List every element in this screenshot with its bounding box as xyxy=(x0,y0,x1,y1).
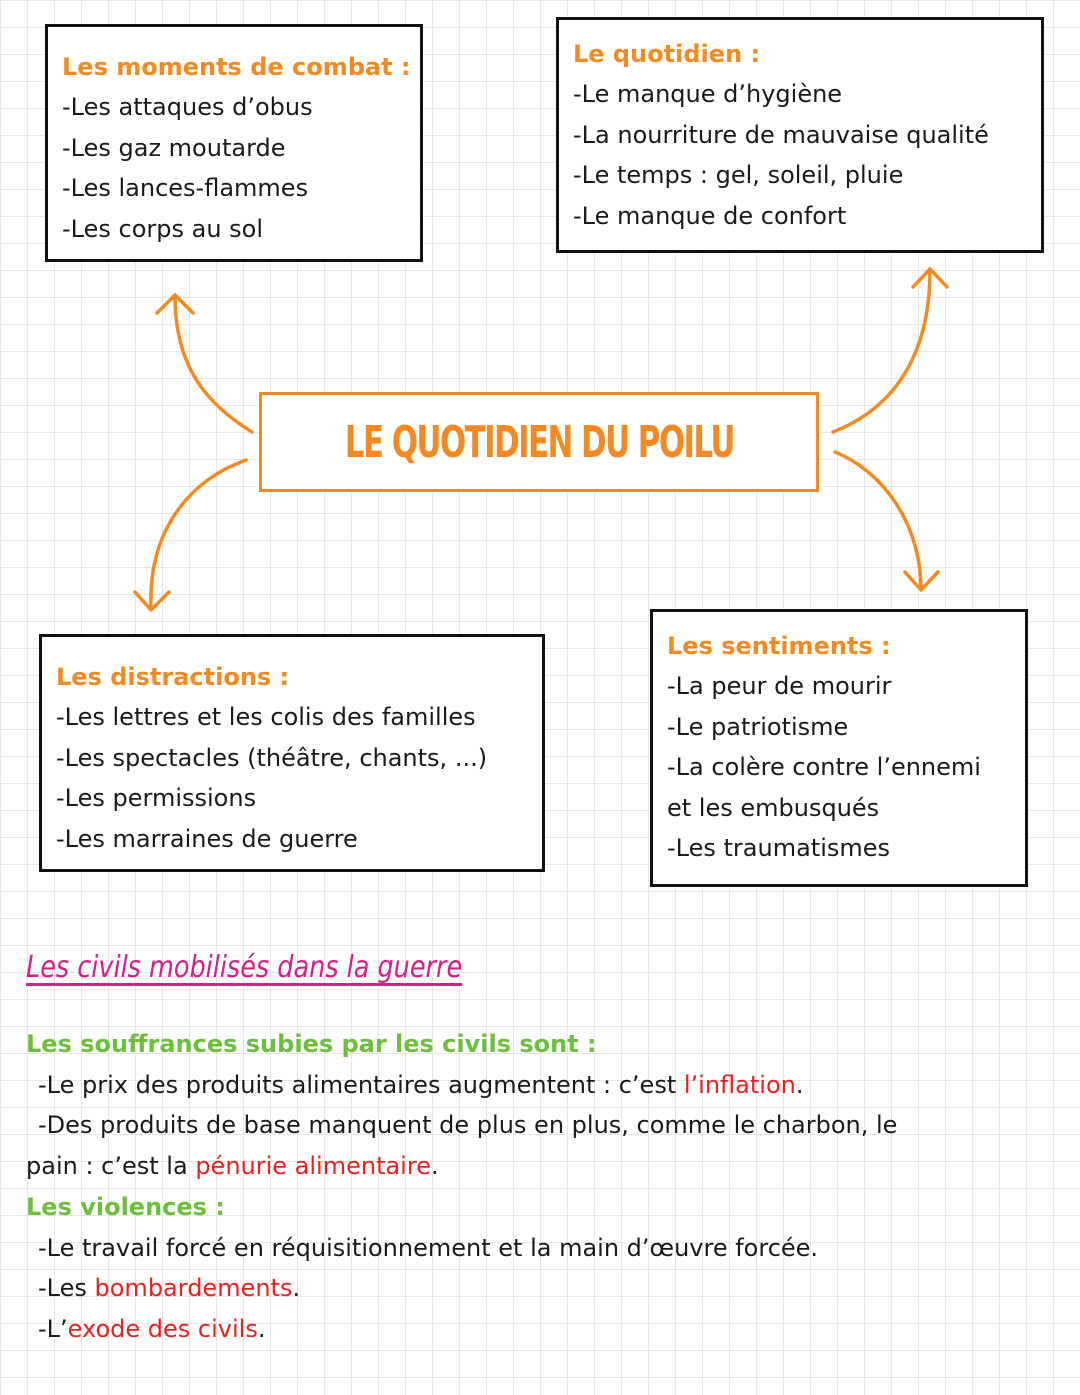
violence-item-travail: -Le travail forcé en réquisitionnement e… xyxy=(38,1233,819,1262)
distractions-box: Les distractions : -Les lettres et les c… xyxy=(39,634,545,872)
text: . xyxy=(257,1314,266,1343)
sentiments-heading: Les sentiments : xyxy=(667,632,891,660)
arrow-head-distractions xyxy=(133,590,171,612)
combat-item: -Les corps au sol xyxy=(62,214,264,243)
sentiments-item: -La colère contre l’ennemi xyxy=(667,753,981,781)
combat-item: -Les gaz moutarde xyxy=(62,133,286,162)
text: . xyxy=(430,1152,439,1181)
combat-heading: Les moments de combat : xyxy=(62,53,411,81)
keyword-inflation: l’inflation xyxy=(683,1070,796,1099)
sentiments-item: -Les traumatismes xyxy=(667,834,891,862)
central-topic-title: LE QUOTIDIEN DU POILU xyxy=(344,416,736,468)
keyword-bombardements: bombardements xyxy=(94,1274,293,1303)
souffrance-item-inflation: -Le prix des produits alimentaires augme… xyxy=(26,1065,1056,1106)
souffrances-heading: Les souffrances subies par les civils so… xyxy=(26,1030,597,1058)
souffrance-item-penurie-line1: -Des produits de base manquent de plus e… xyxy=(38,1111,898,1140)
combat-item: -Les lances-flammes xyxy=(62,174,309,202)
quotidien-item: -Le temps : gel, soleil, pluie xyxy=(573,161,904,189)
combat-item: -Les attaques d’obus xyxy=(62,93,313,121)
souffrance-item-penurie-line2: pain : c’est la pénurie alimentaire. xyxy=(26,1146,1056,1187)
sentiments-item: et les embusqués xyxy=(667,793,880,822)
text: -L’ xyxy=(38,1314,68,1343)
quotidien-item: -La nourriture de mauvaise qualité xyxy=(573,120,989,149)
text: pain : c’est la xyxy=(26,1152,196,1181)
text: -Le prix des produits alimentaires augme… xyxy=(38,1070,684,1099)
arrow-head-sentiments xyxy=(903,570,940,592)
keyword-penurie: pénurie alimentaire xyxy=(195,1152,431,1181)
combat-box: Les moments de combat : -Les attaques d’… xyxy=(45,24,423,262)
central-topic-box: LE QUOTIDIEN DU POILU xyxy=(259,392,819,492)
quotidien-item: -Le manque de confort xyxy=(573,201,847,230)
civils-content: Les souffrances subies par les civils so… xyxy=(26,1024,1056,1350)
sentiments-item: -Le patriotisme xyxy=(667,712,849,741)
violence-item-bombardements: -Les bombardements. xyxy=(26,1268,1056,1309)
text: . xyxy=(292,1274,301,1303)
arrow-to-distractions xyxy=(149,458,248,610)
distractions-item: -Les lettres et les colis des familles xyxy=(56,703,476,731)
arrow-to-sentiments xyxy=(833,450,923,590)
arrow-to-quotidien xyxy=(831,268,932,434)
violence-item-exode: -L’exode des civils. xyxy=(26,1309,1056,1350)
sentiments-box: Les sentiments : -La peur de mourir -Le … xyxy=(650,609,1028,887)
distractions-item: -Les permissions xyxy=(56,784,257,812)
text: -Les xyxy=(38,1274,95,1303)
distractions-item: -Les marraines de guerre xyxy=(56,824,358,853)
quotidien-heading: Le quotidien : xyxy=(573,40,761,68)
distractions-heading: Les distractions : xyxy=(56,663,290,691)
text: . xyxy=(795,1070,804,1099)
keyword-exode: exode des civils xyxy=(67,1314,258,1343)
distractions-item: -Les spectacles (théâtre, chants, ...) xyxy=(56,743,488,772)
civils-section-title: Les civils mobilisés dans la guerre xyxy=(26,950,463,985)
quotidien-box: Le quotidien : -Le manque d’hygiène -La … xyxy=(556,17,1044,253)
violences-heading: Les violences : xyxy=(26,1192,225,1221)
arrow-head-combat xyxy=(155,293,195,315)
sentiments-item: -La peur de mourir xyxy=(667,672,892,700)
quotidien-item: -Le manque d’hygiène xyxy=(573,80,843,108)
arrow-head-quotidien xyxy=(911,267,949,289)
arrow-to-combat xyxy=(173,294,254,434)
